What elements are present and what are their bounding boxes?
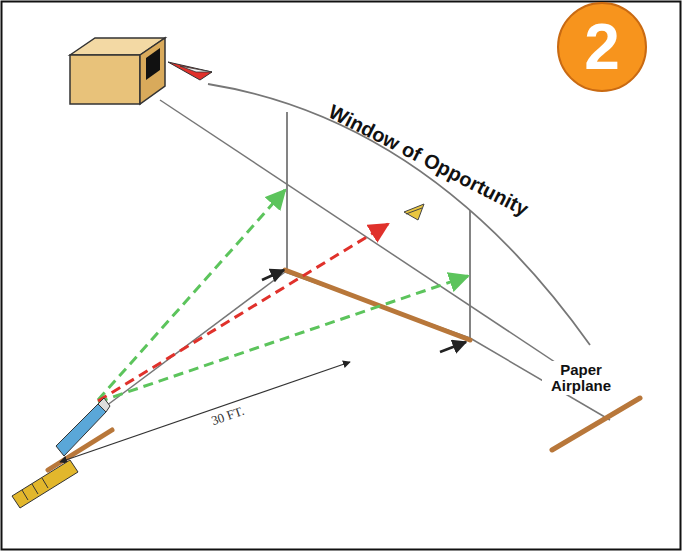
trajectories [98, 190, 468, 402]
target-box [70, 38, 165, 104]
trajectory-arc [208, 84, 590, 345]
marker-sticks [48, 270, 640, 470]
ground-lines [90, 100, 610, 420]
airplane-in-box [168, 62, 212, 80]
airplane-on-arc [404, 204, 424, 220]
post-arrows [262, 270, 466, 352]
callout-number: 2 [584, 10, 620, 84]
callout-circle: 2 [557, 2, 647, 92]
part-label: Paper Airplane [542, 361, 620, 395]
launcher [12, 398, 110, 508]
